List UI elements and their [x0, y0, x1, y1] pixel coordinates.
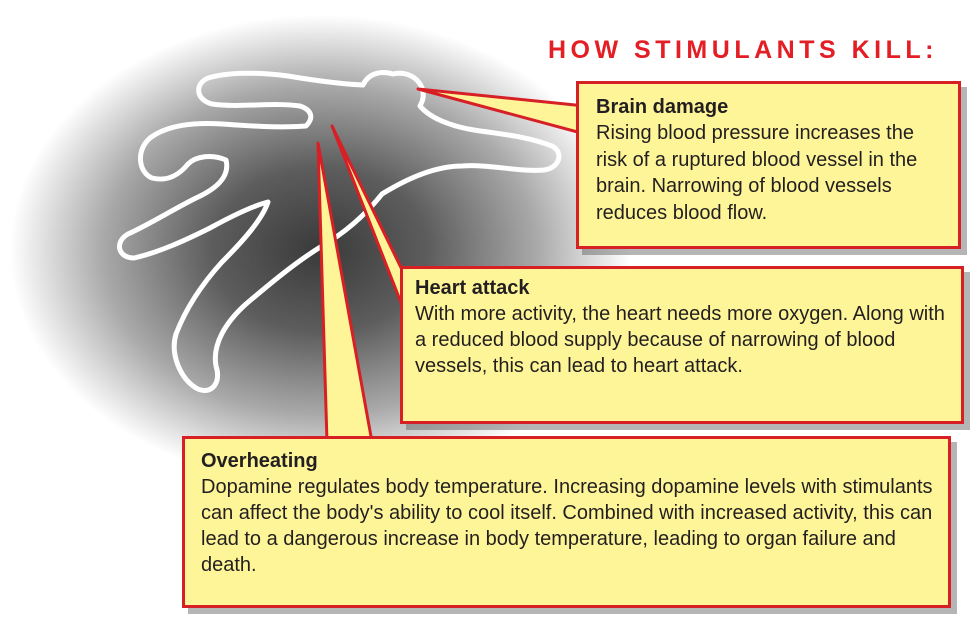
heart-attack-text: With more activity, the heart needs more…: [415, 303, 945, 377]
heart-attack-heading: Heart attack: [415, 277, 530, 299]
overheating-heading: Overheating: [201, 450, 318, 472]
overheating-callout: Overheating Dopamine regulates body temp…: [182, 436, 951, 608]
heart-attack-callout: Heart attack With more activity, the hea…: [400, 266, 964, 424]
brain-damage-callout: Brain damage Rising blood pressure incre…: [576, 81, 961, 249]
brain-damage-text: Rising blood pressure increases the risk…: [596, 122, 918, 224]
overheating-text: Dopamine regulates body temperature. Inc…: [201, 476, 933, 576]
infographic-title: HOW STIMULANTS KILL:: [548, 36, 938, 64]
brain-damage-heading: Brain damage: [596, 96, 729, 118]
chalk-body-outline: [117, 69, 562, 393]
